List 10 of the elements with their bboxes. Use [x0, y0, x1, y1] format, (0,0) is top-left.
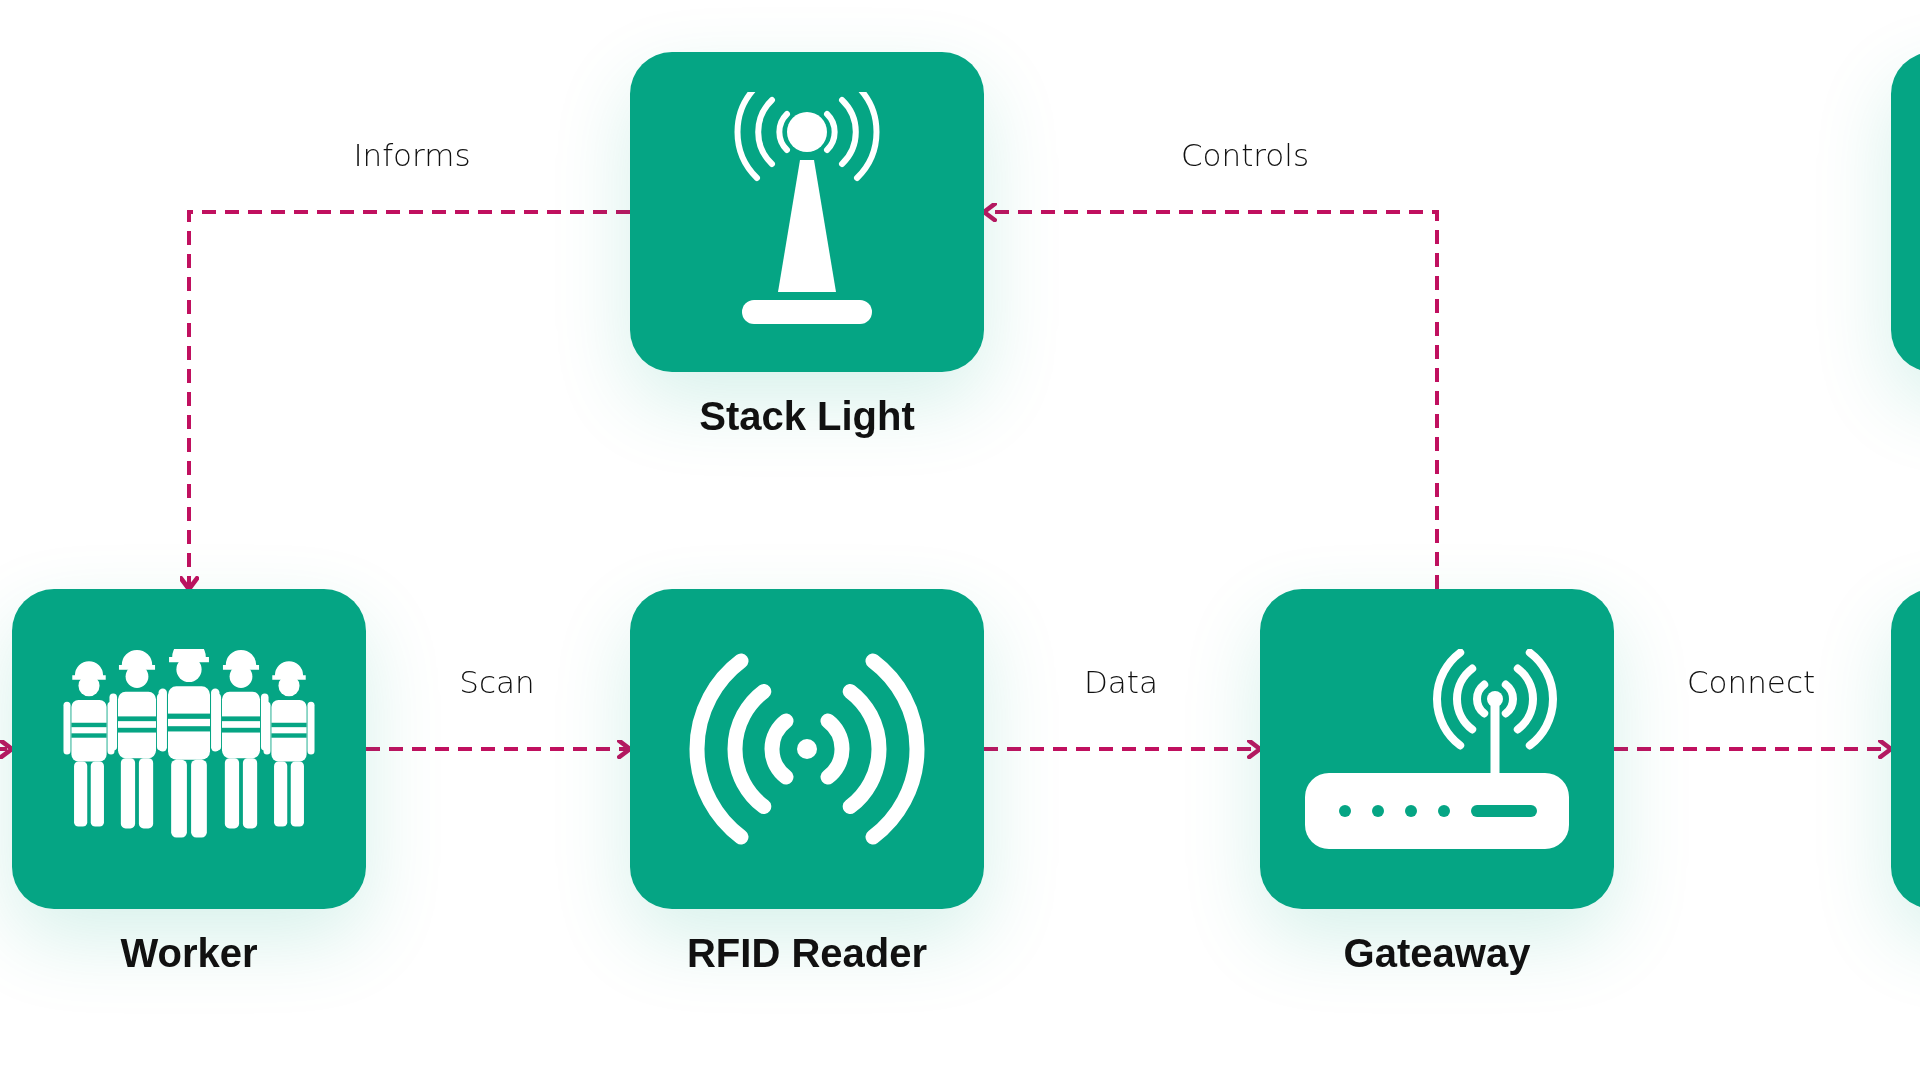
- edge-label: Connect: [1686, 664, 1816, 700]
- edge-label: Controls: [1180, 137, 1310, 173]
- edge-label: Informs: [353, 137, 471, 173]
- node-title: Worker: [120, 931, 258, 976]
- node-title: RFID Reader: [686, 931, 928, 976]
- dashed-arrow: [178, 210, 630, 592]
- edge-label: Scan: [459, 664, 535, 700]
- edge-label: Data: [1084, 664, 1158, 700]
- node-title: Gateaway: [1343, 931, 1531, 976]
- node-title: Stack Light: [699, 394, 915, 439]
